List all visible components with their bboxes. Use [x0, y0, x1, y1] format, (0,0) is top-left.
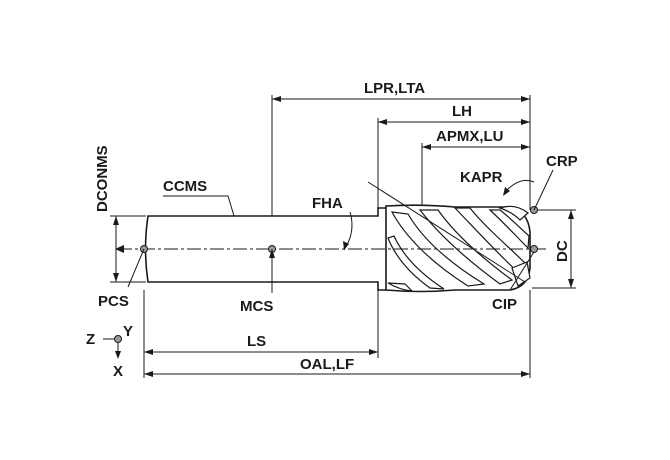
dim-apmx-lu — [422, 144, 530, 150]
label-cip: CIP — [492, 296, 517, 313]
leader-kapr — [503, 179, 535, 196]
dim-dconms — [113, 216, 119, 282]
label-lpr-lta: LPR,LTA — [364, 80, 425, 97]
dim-ls — [144, 349, 378, 355]
label-dc: DC — [554, 240, 571, 262]
axis-label-x: X — [113, 363, 123, 380]
label-fha: FHA — [312, 195, 343, 212]
axis-label-z: Z — [86, 331, 95, 348]
axis-label-y: Y — [123, 323, 133, 340]
extension-lines — [110, 95, 576, 378]
leader-pcs — [127, 248, 145, 288]
dim-lh — [378, 119, 530, 125]
label-oal-lf: OAL,LF — [300, 356, 354, 373]
label-pcs: PCS — [98, 293, 129, 310]
leader-crp — [533, 169, 554, 211]
dim-dc — [568, 210, 574, 288]
cip-point — [530, 245, 538, 253]
leader-fha — [343, 181, 526, 283]
label-dconms: DCONMS — [94, 145, 111, 212]
label-ls: LS — [247, 333, 266, 350]
leader-mcs — [269, 249, 275, 293]
fluted-head — [385, 204, 531, 293]
label-mcs: MCS — [240, 298, 273, 315]
dim-lpr-lta — [272, 96, 530, 102]
label-lh: LH — [452, 103, 472, 120]
label-apmx-lu: APMX,LU — [436, 128, 504, 145]
label-crp: CRP — [546, 153, 578, 170]
label-kapr: KAPR — [460, 169, 503, 186]
coordinate-axis-indicator: Z Y X — [86, 323, 133, 380]
label-ccms: CCMS — [163, 178, 207, 195]
center-arrowhead — [115, 245, 124, 253]
leader-ccms — [163, 195, 235, 217]
dim-oal-lf — [144, 371, 530, 377]
leader-cip — [509, 251, 535, 291]
